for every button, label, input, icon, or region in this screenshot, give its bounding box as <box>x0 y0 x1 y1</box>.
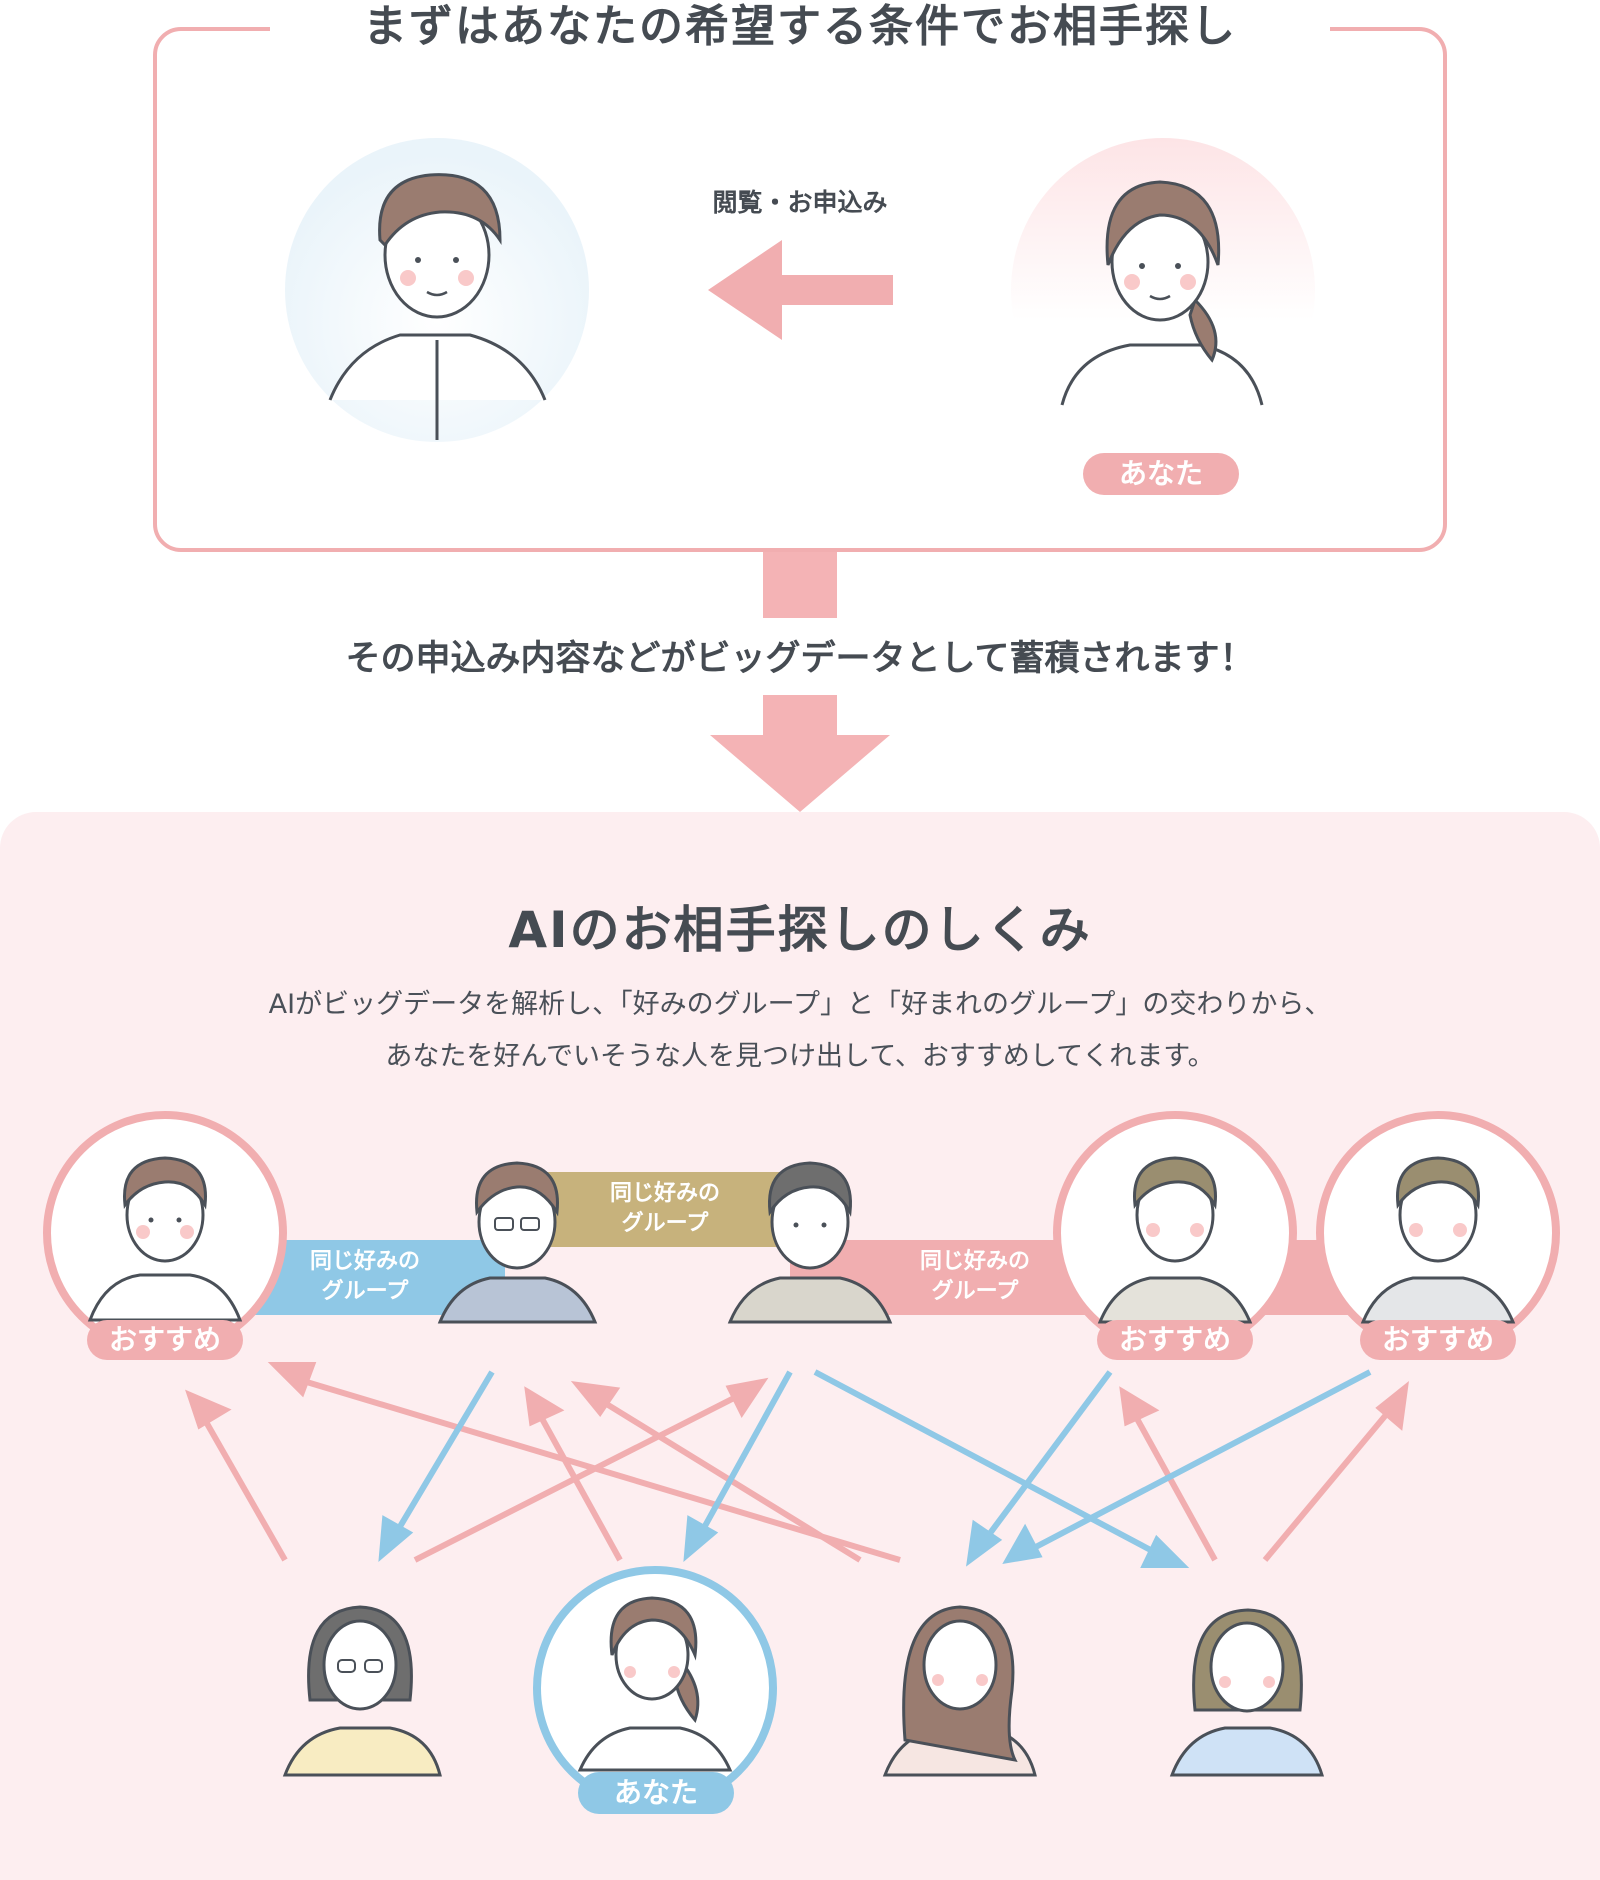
you-badge-bottom: あなた <box>578 1772 734 1814</box>
woman-avatar-3 <box>885 1607 1035 1775</box>
pink-group-label: 同じ好みのグループ <box>895 1247 1055 1307</box>
recommend-badge-1: おすすめ <box>87 1320 243 1360</box>
pink-arrows <box>190 1365 1405 1560</box>
recommend-badge-2: おすすめ <box>1097 1320 1253 1360</box>
recommend-badge-3: おすすめ <box>1360 1320 1516 1360</box>
blue-group-label: 同じ好みのグループ <box>285 1247 445 1307</box>
woman-avatar-4 <box>1172 1610 1322 1775</box>
woman-avatar-1 <box>285 1607 440 1775</box>
gold-group-label: 同じ好みのグループ <box>585 1179 745 1239</box>
